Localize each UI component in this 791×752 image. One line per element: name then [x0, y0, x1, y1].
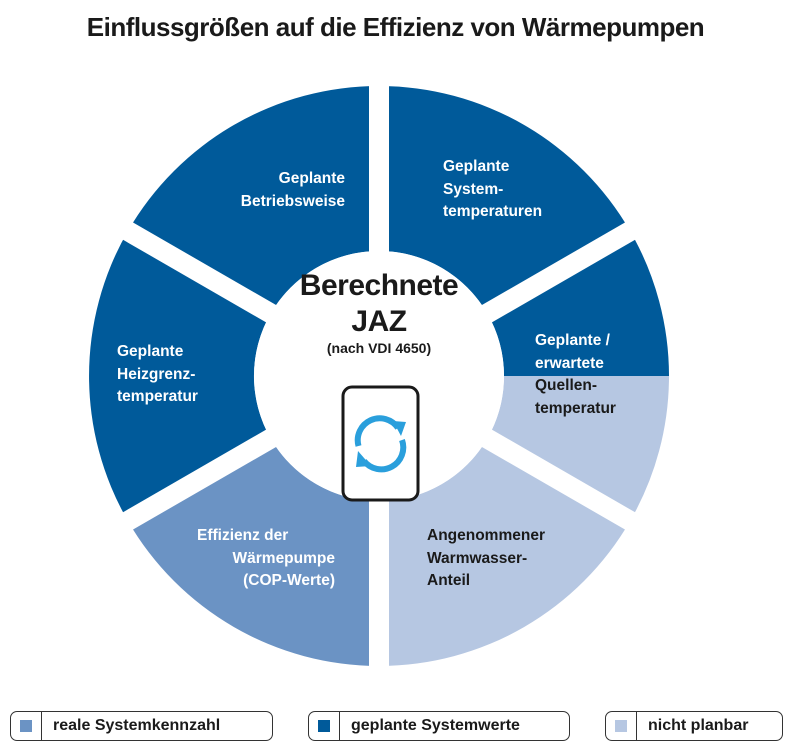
label-line: Warmwasser- — [427, 549, 528, 567]
center-disk — [254, 251, 504, 501]
legend-item-nicht-planbar: nicht planbar — [605, 711, 783, 741]
segment-quellentemperatur-geplant — [487, 231, 669, 376]
center-title-line2: JAZ — [351, 305, 407, 338]
donut-segments — [89, 86, 669, 666]
label-cop: Effizienz der Wärmepumpe (COP-Werte) — [180, 525, 335, 593]
diagram-title: Einflussgrößen auf die Effizienz von Wär… — [86, 12, 705, 42]
label-line: Wärmepumpe — [232, 549, 336, 567]
legend-swatch-cell — [11, 712, 42, 740]
label-line: Betriebsweise — [240, 192, 345, 210]
label-line: Angenommener — [427, 527, 545, 544]
legend-label: nicht planbar — [648, 717, 749, 734]
label-line: Heizgrenz- — [117, 365, 196, 383]
legend-swatch-geplant — [318, 720, 330, 732]
label-line: erwartete — [535, 354, 604, 372]
label-line: temperatur — [117, 388, 198, 405]
refresh-cycle-icon — [354, 415, 407, 473]
label-systemtemperaturen: Geplante System- temperaturen — [443, 156, 542, 224]
legend-swatch-cell — [606, 712, 637, 740]
label-warmwasser: Angenommener Warmwasser- Anteil — [427, 525, 545, 593]
legend-item-reale-systemkennzahl: reale Systemkennzahl — [10, 711, 273, 741]
center-subtitle: (nach VDI 4650) — [326, 340, 432, 356]
center-title: Berechnete JAZ — [279, 268, 479, 340]
label-line: Geplante — [117, 343, 184, 360]
label-heizgrenztemperatur: Geplante Heizgrenz- temperatur — [117, 341, 198, 409]
label-quellentemperatur-top: Geplante / erwartete — [535, 330, 610, 375]
label-line: Geplante — [443, 158, 510, 175]
label-quellentemperatur-bottom: Quellen- temperatur — [535, 375, 616, 420]
label-line: temperaturen — [443, 203, 543, 220]
legend-swatch-cell — [309, 712, 340, 740]
segment-quellentemperatur-nicht-planbar — [487, 376, 669, 521]
legend-label: reale Systemkennzahl — [53, 717, 221, 734]
segment-heizgrenztemperatur — [89, 231, 271, 521]
label-line: Effizienz der — [197, 527, 289, 544]
label-betriebsweise: Geplante Betriebsweise — [195, 168, 345, 213]
center-title-line1: Berechnete — [299, 269, 459, 302]
legend-swatch-nicht-planbar — [615, 720, 627, 732]
legend-swatch-real — [20, 720, 32, 732]
label-line: Anteil — [427, 572, 471, 589]
label-line: temperatur — [535, 399, 616, 417]
label-line: Quellen- — [535, 377, 598, 394]
heat-pump-device-icon — [341, 385, 420, 502]
label-line: Geplante / — [535, 332, 610, 349]
legend-item-geplante-systemwerte: geplante Systemwerte — [308, 711, 570, 741]
legend-label: geplante Systemwerte — [351, 717, 520, 734]
label-line: Geplante — [278, 170, 345, 187]
label-line: System- — [443, 180, 504, 198]
label-line: (COP-Werte) — [243, 572, 335, 589]
